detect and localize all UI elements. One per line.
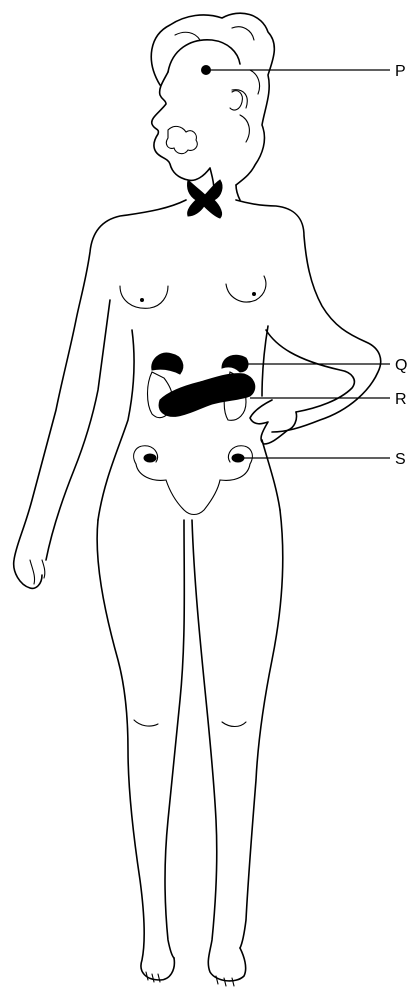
- leg-left-inner: [165, 520, 184, 958]
- left-arm-inner: [46, 300, 110, 560]
- uterus: [136, 464, 250, 515]
- neck-line-back: [236, 185, 240, 200]
- leg-right-inner: [192, 520, 246, 981]
- pituitary-gland: [202, 66, 211, 75]
- pancreas: [159, 374, 255, 417]
- hair-outline: [151, 13, 274, 185]
- leg-right-outer: [240, 510, 283, 948]
- ovary-left: [144, 454, 156, 462]
- waist-right: [262, 326, 280, 510]
- knee-right: [222, 722, 246, 727]
- adrenal-gland-right: [222, 355, 248, 372]
- label-s: S: [395, 451, 406, 468]
- ear: [230, 91, 242, 110]
- ovary-right: [232, 454, 244, 462]
- right-arm-inner: [266, 330, 354, 412]
- adrenal-gland-left: [152, 353, 183, 374]
- label-p: P: [395, 63, 406, 80]
- knee-left: [134, 720, 158, 726]
- right-hand: [250, 400, 297, 444]
- waist-left: [98, 330, 134, 520]
- thyroid-gland: [187, 180, 222, 218]
- face-profile: [152, 72, 214, 190]
- breast-left: [120, 286, 168, 308]
- label-r: R: [395, 391, 407, 408]
- nipple-right: [252, 292, 256, 296]
- label-q: Q: [395, 357, 407, 374]
- left-hand: [30, 560, 45, 584]
- salivary-gland: [166, 126, 197, 153]
- breast-right: [226, 276, 266, 302]
- leg-left-outer: [97, 520, 174, 980]
- nipple-left: [140, 298, 144, 302]
